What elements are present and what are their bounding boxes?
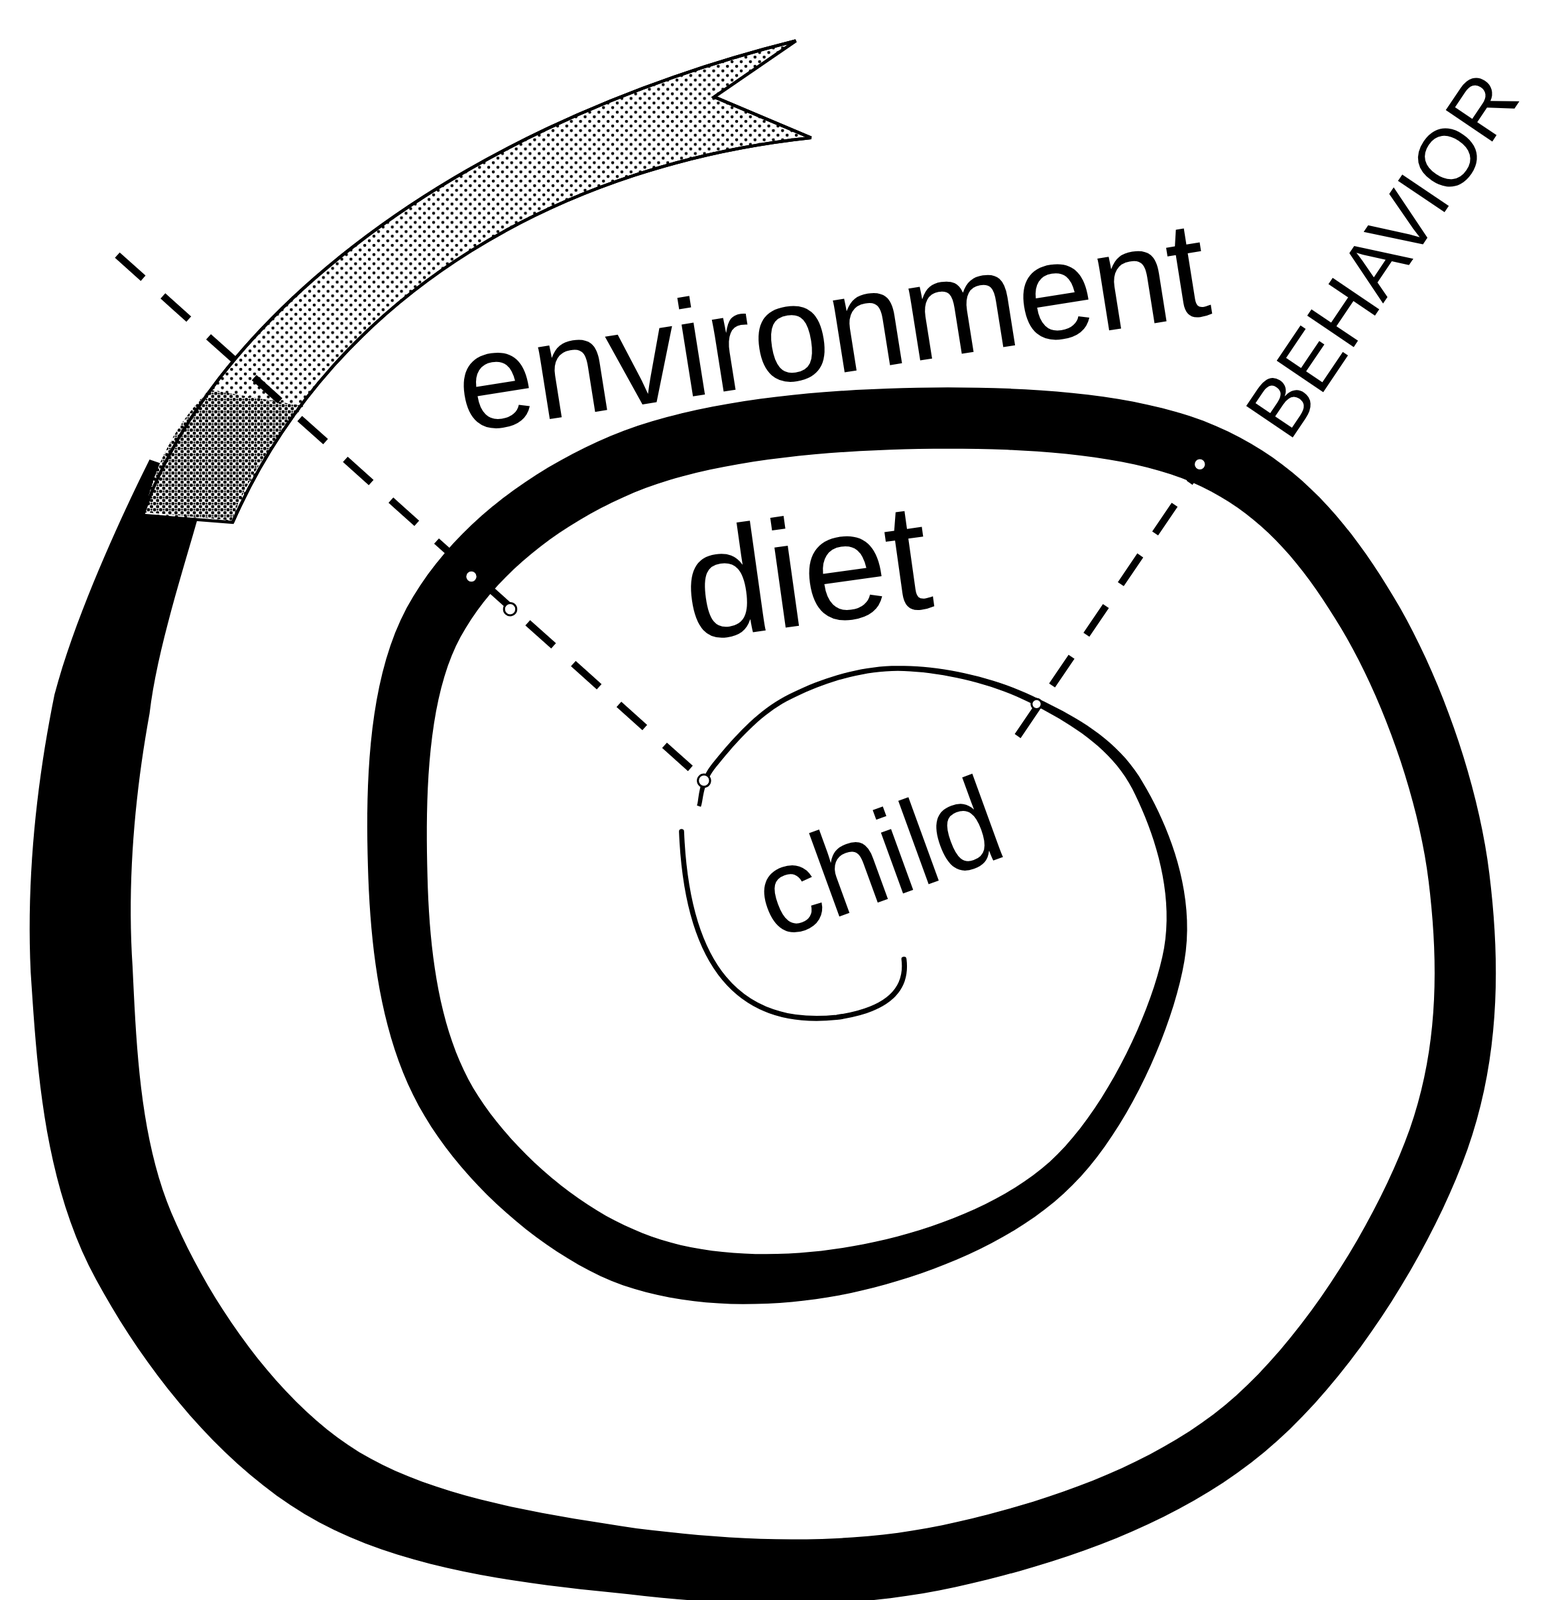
- axis-label: BEHAVIOR: [1227, 56, 1538, 454]
- crossing-dot: [503, 602, 516, 615]
- ring-label: diet: [671, 466, 941, 676]
- dashed-ray: [1015, 454, 1209, 740]
- spiral-band: [29, 387, 1497, 1600]
- spiral-band: [29, 387, 1497, 1600]
- crossing-dot: [698, 774, 711, 787]
- spiral-ring: diet child: [361, 377, 1209, 1306]
- spiral-ring: environmentdiet child: [30, 30, 1510, 1600]
- crossing-dot: [1194, 458, 1206, 471]
- crossing-dot: [465, 570, 478, 583]
- ring-label: child: [735, 747, 1021, 966]
- ring-label: environment: [444, 188, 1219, 465]
- crossing-dot: [1031, 698, 1042, 709]
- spiral-ring: child: [662, 653, 1173, 1041]
